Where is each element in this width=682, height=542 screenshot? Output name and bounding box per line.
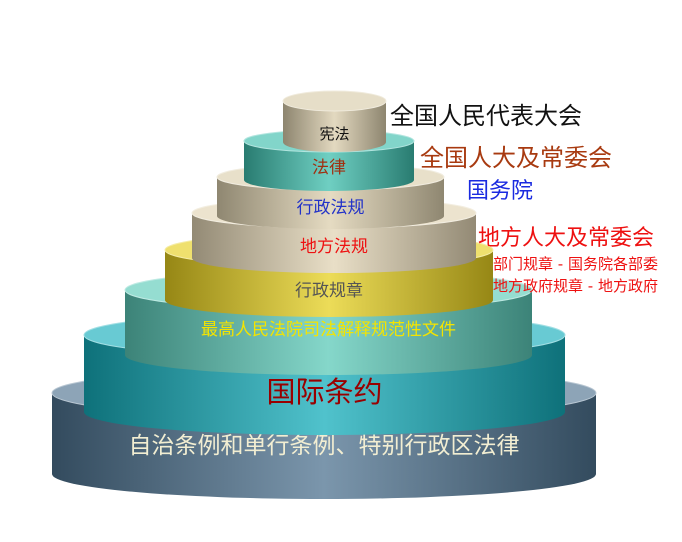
authority-label: 全国人民代表大会 <box>390 102 582 130</box>
tier-label: 最高人民法院司法解释规范性文件 <box>201 320 456 340</box>
tier-label: 宪法 <box>319 125 349 143</box>
authority-label: 地方政府规章 - 地方政府 <box>493 277 658 295</box>
tier-label: 自治条例和单行条例、特别行政区法律 <box>129 433 520 459</box>
authority-label: 部门规章 - 国务院各部委 <box>493 255 658 273</box>
tier-label: 行政法规 <box>297 198 365 218</box>
tier-label: 行政规章 <box>295 281 363 301</box>
authority-label: 国务院 <box>467 179 533 204</box>
authority-label: 全国人大及常委会 <box>420 144 612 172</box>
tier-1: 宪法 <box>282 90 387 152</box>
tier-label: 地方法规 <box>300 237 368 257</box>
tier-label: 国际条约 <box>266 375 382 409</box>
authority-label: 地方人大及常委会 <box>478 226 654 251</box>
tier-label: 法律 <box>312 158 346 178</box>
tier-top <box>282 90 387 112</box>
